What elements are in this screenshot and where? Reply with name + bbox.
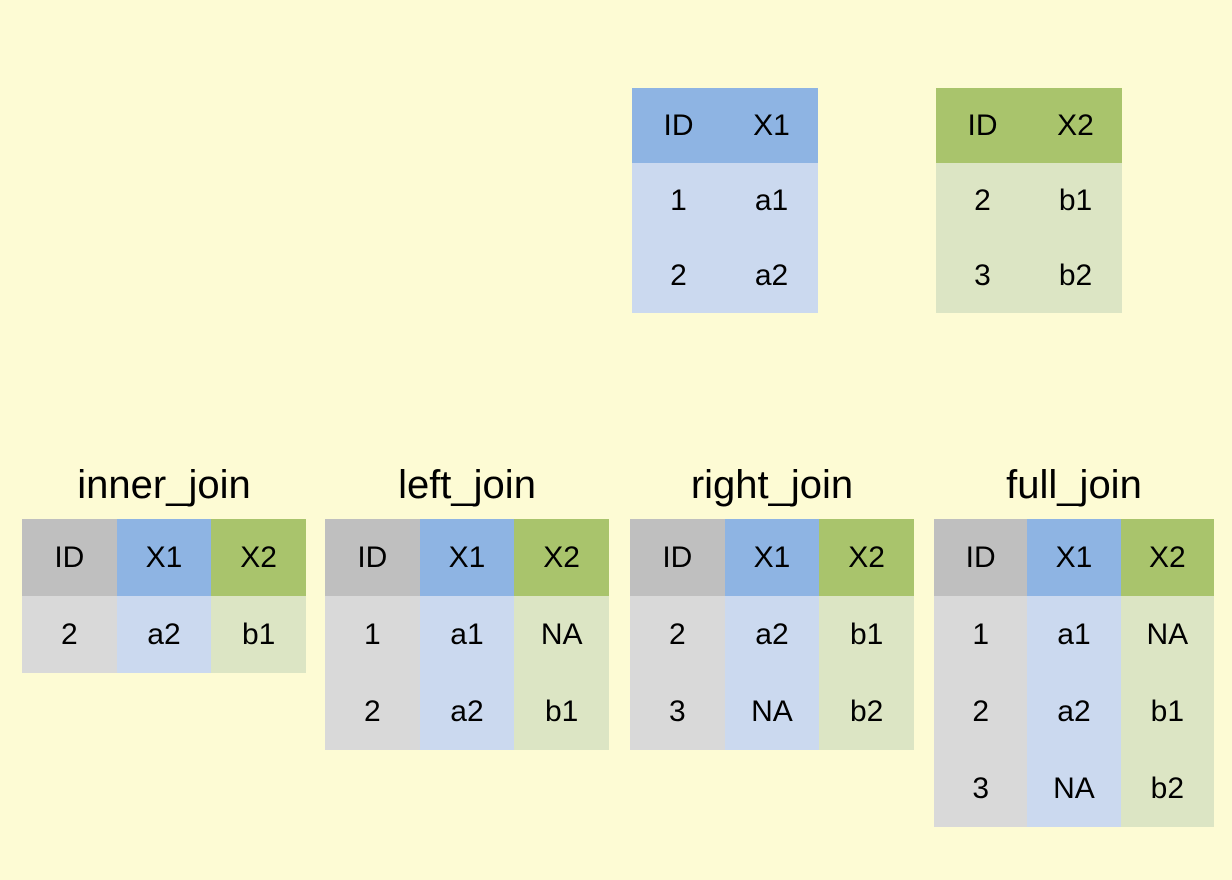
join-title-right: right_join (690, 463, 854, 507)
column-header-x2: X2 (211, 519, 306, 596)
table-header-row: ID X2 (936, 88, 1122, 163)
cell-x1: a2 (724, 596, 820, 673)
column-header-x1: X1 (724, 519, 820, 596)
cell-x2: b1 (211, 596, 306, 673)
cell-x2: b1 (514, 673, 609, 750)
table-row: 2 a2 b1 (630, 596, 914, 673)
cell-x1: a2 (116, 596, 212, 673)
cell-x1: NA (1027, 750, 1121, 827)
join-block-left: left_join ID X1 X2 1 a1 NA 2 a2 b1 (325, 465, 609, 750)
cell-id: 1 (325, 596, 420, 673)
cell-id: 3 (630, 673, 725, 750)
cell-x1: a2 (725, 238, 818, 313)
cell-x1: a1 (419, 596, 515, 673)
column-header-x2: X2 (819, 519, 914, 596)
join-block-full: full_join ID X1 X2 1 a1 NA 2 a2 b1 3 NA … (934, 465, 1214, 827)
column-header-x2: X2 (514, 519, 609, 596)
table-header-row: ID X1 X2 (934, 519, 1214, 596)
cell-x2: b1 (1120, 673, 1214, 750)
join-title-left: left_join (398, 463, 536, 507)
source-table-x1: ID X1 1 a1 2 a2 (632, 88, 818, 313)
cell-x1: a2 (419, 673, 515, 750)
table-row: 1 a1 NA (934, 596, 1214, 673)
cell-x2: b1 (819, 596, 914, 673)
join-title-inner: inner_join (77, 463, 251, 507)
cell-x2: NA (1120, 596, 1214, 673)
column-header-id: ID (22, 519, 117, 596)
column-header-x2: X2 (1120, 519, 1214, 596)
cell-x1: a1 (725, 163, 818, 238)
table-header-row: ID X1 X2 (630, 519, 914, 596)
table-row: 3 b2 (936, 238, 1122, 313)
cell-id: 1 (934, 596, 1028, 673)
table-row: 2 b1 (936, 163, 1122, 238)
cell-x2: b2 (1120, 750, 1214, 827)
join-title-full: full_join (1006, 463, 1142, 507)
table-row: 3 NA b2 (630, 673, 914, 750)
table-row: 2 a2 b1 (934, 673, 1214, 750)
cell-x1: a1 (1027, 596, 1121, 673)
column-header-id: ID (934, 519, 1028, 596)
column-header-x1: X1 (419, 519, 515, 596)
cell-id: 2 (630, 596, 725, 673)
column-header-x2: X2 (1029, 88, 1122, 163)
cell-id: 3 (934, 750, 1028, 827)
cell-id: 2 (325, 673, 420, 750)
cell-id: 2 (936, 163, 1029, 238)
table-header-row: ID X1 X2 (325, 519, 609, 596)
cell-id: 1 (632, 163, 725, 238)
table-row: 1 a1 (632, 163, 818, 238)
cell-x2: b2 (1029, 238, 1122, 313)
table-header-row: ID X1 X2 (22, 519, 306, 596)
cell-x1: NA (724, 673, 820, 750)
column-header-id: ID (632, 88, 725, 163)
column-header-x1: X1 (1027, 519, 1121, 596)
cell-id: 2 (632, 238, 725, 313)
join-table-inner: ID X1 X2 2 a2 b1 (22, 519, 306, 673)
table-header-row: ID X1 (632, 88, 818, 163)
join-table-left: ID X1 X2 1 a1 NA 2 a2 b1 (325, 519, 609, 750)
join-table-full: ID X1 X2 1 a1 NA 2 a2 b1 3 NA b2 (934, 519, 1214, 827)
cell-id: 2 (22, 596, 117, 673)
table-row: 3 NA b2 (934, 750, 1214, 827)
cell-x2: b2 (819, 673, 914, 750)
cell-x1: a2 (1027, 673, 1121, 750)
table-row: 2 a2 b1 (325, 673, 609, 750)
source-table-x2: ID X2 2 b1 3 b2 (936, 88, 1122, 313)
table-row: 1 a1 NA (325, 596, 609, 673)
column-header-id: ID (936, 88, 1029, 163)
table-row: 2 a2 (632, 238, 818, 313)
cell-id: 3 (936, 238, 1029, 313)
join-block-right: right_join ID X1 X2 2 a2 b1 3 NA b2 (630, 465, 914, 750)
table-row: 2 a2 b1 (22, 596, 306, 673)
column-header-id: ID (325, 519, 420, 596)
column-header-id: ID (630, 519, 725, 596)
column-header-x1: X1 (725, 88, 818, 163)
column-header-x1: X1 (116, 519, 212, 596)
cell-id: 2 (934, 673, 1028, 750)
cell-x2: b1 (1029, 163, 1122, 238)
join-block-inner: inner_join ID X1 X2 2 a2 b1 (22, 465, 306, 673)
cell-x2: NA (514, 596, 609, 673)
join-table-right: ID X1 X2 2 a2 b1 3 NA b2 (630, 519, 914, 750)
